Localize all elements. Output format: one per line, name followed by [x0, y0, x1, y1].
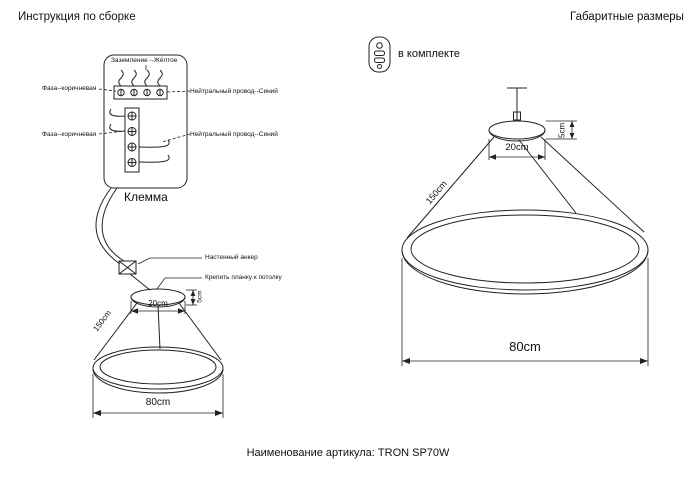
mounting-bracket: [118, 260, 137, 275]
dimensions-title: Габаритные размеры: [570, 11, 684, 23]
assembly-drawing: [92, 187, 224, 418]
canopy-width-dim-left: 20cm: [148, 299, 168, 308]
canopy-right: [488, 120, 546, 142]
canopy-width-dim-right: 20cm: [505, 142, 529, 153]
remote-control-icon: [368, 36, 391, 73]
neutral-wire-label-bottom: Нейтральный провод--Синий: [190, 131, 278, 138]
ring-right: [401, 209, 649, 295]
neutral-wire-label-top: Нейтральный провод--Синий: [190, 88, 278, 95]
terminal-label: Клемма: [124, 190, 168, 204]
canopy-height-dim-right: 5cm: [557, 122, 567, 138]
article-footer: Наименование артикула: TRON SP70W: [246, 447, 450, 459]
ground-wire-label: Заземление --Жёлтое: [111, 57, 178, 64]
dimensions-drawing: [401, 87, 649, 366]
ring-left: [92, 346, 224, 394]
phase-wire-label-top: Фаза--коричневая: [42, 85, 97, 92]
instruction-title: Инструкция по сборке: [18, 11, 136, 23]
remote-included-label: в комплекте: [398, 48, 460, 60]
canopy-height-dim-left: 5cm: [196, 290, 204, 303]
suspension-wires-right: [406, 136, 645, 239]
diameter-dim-right: 80cm: [509, 339, 541, 354]
suspension-wires-left: [93, 302, 222, 361]
ceiling-mount-label: Крепить планку к потолку: [205, 274, 282, 281]
diameter-dim-left: 80cm: [145, 397, 171, 408]
wiring-terminal-box: [98, 54, 191, 189]
phase-wire-label-bottom: Фаза--коричневая: [42, 131, 97, 138]
wall-anchor-label: Настенный анкер: [205, 254, 258, 261]
